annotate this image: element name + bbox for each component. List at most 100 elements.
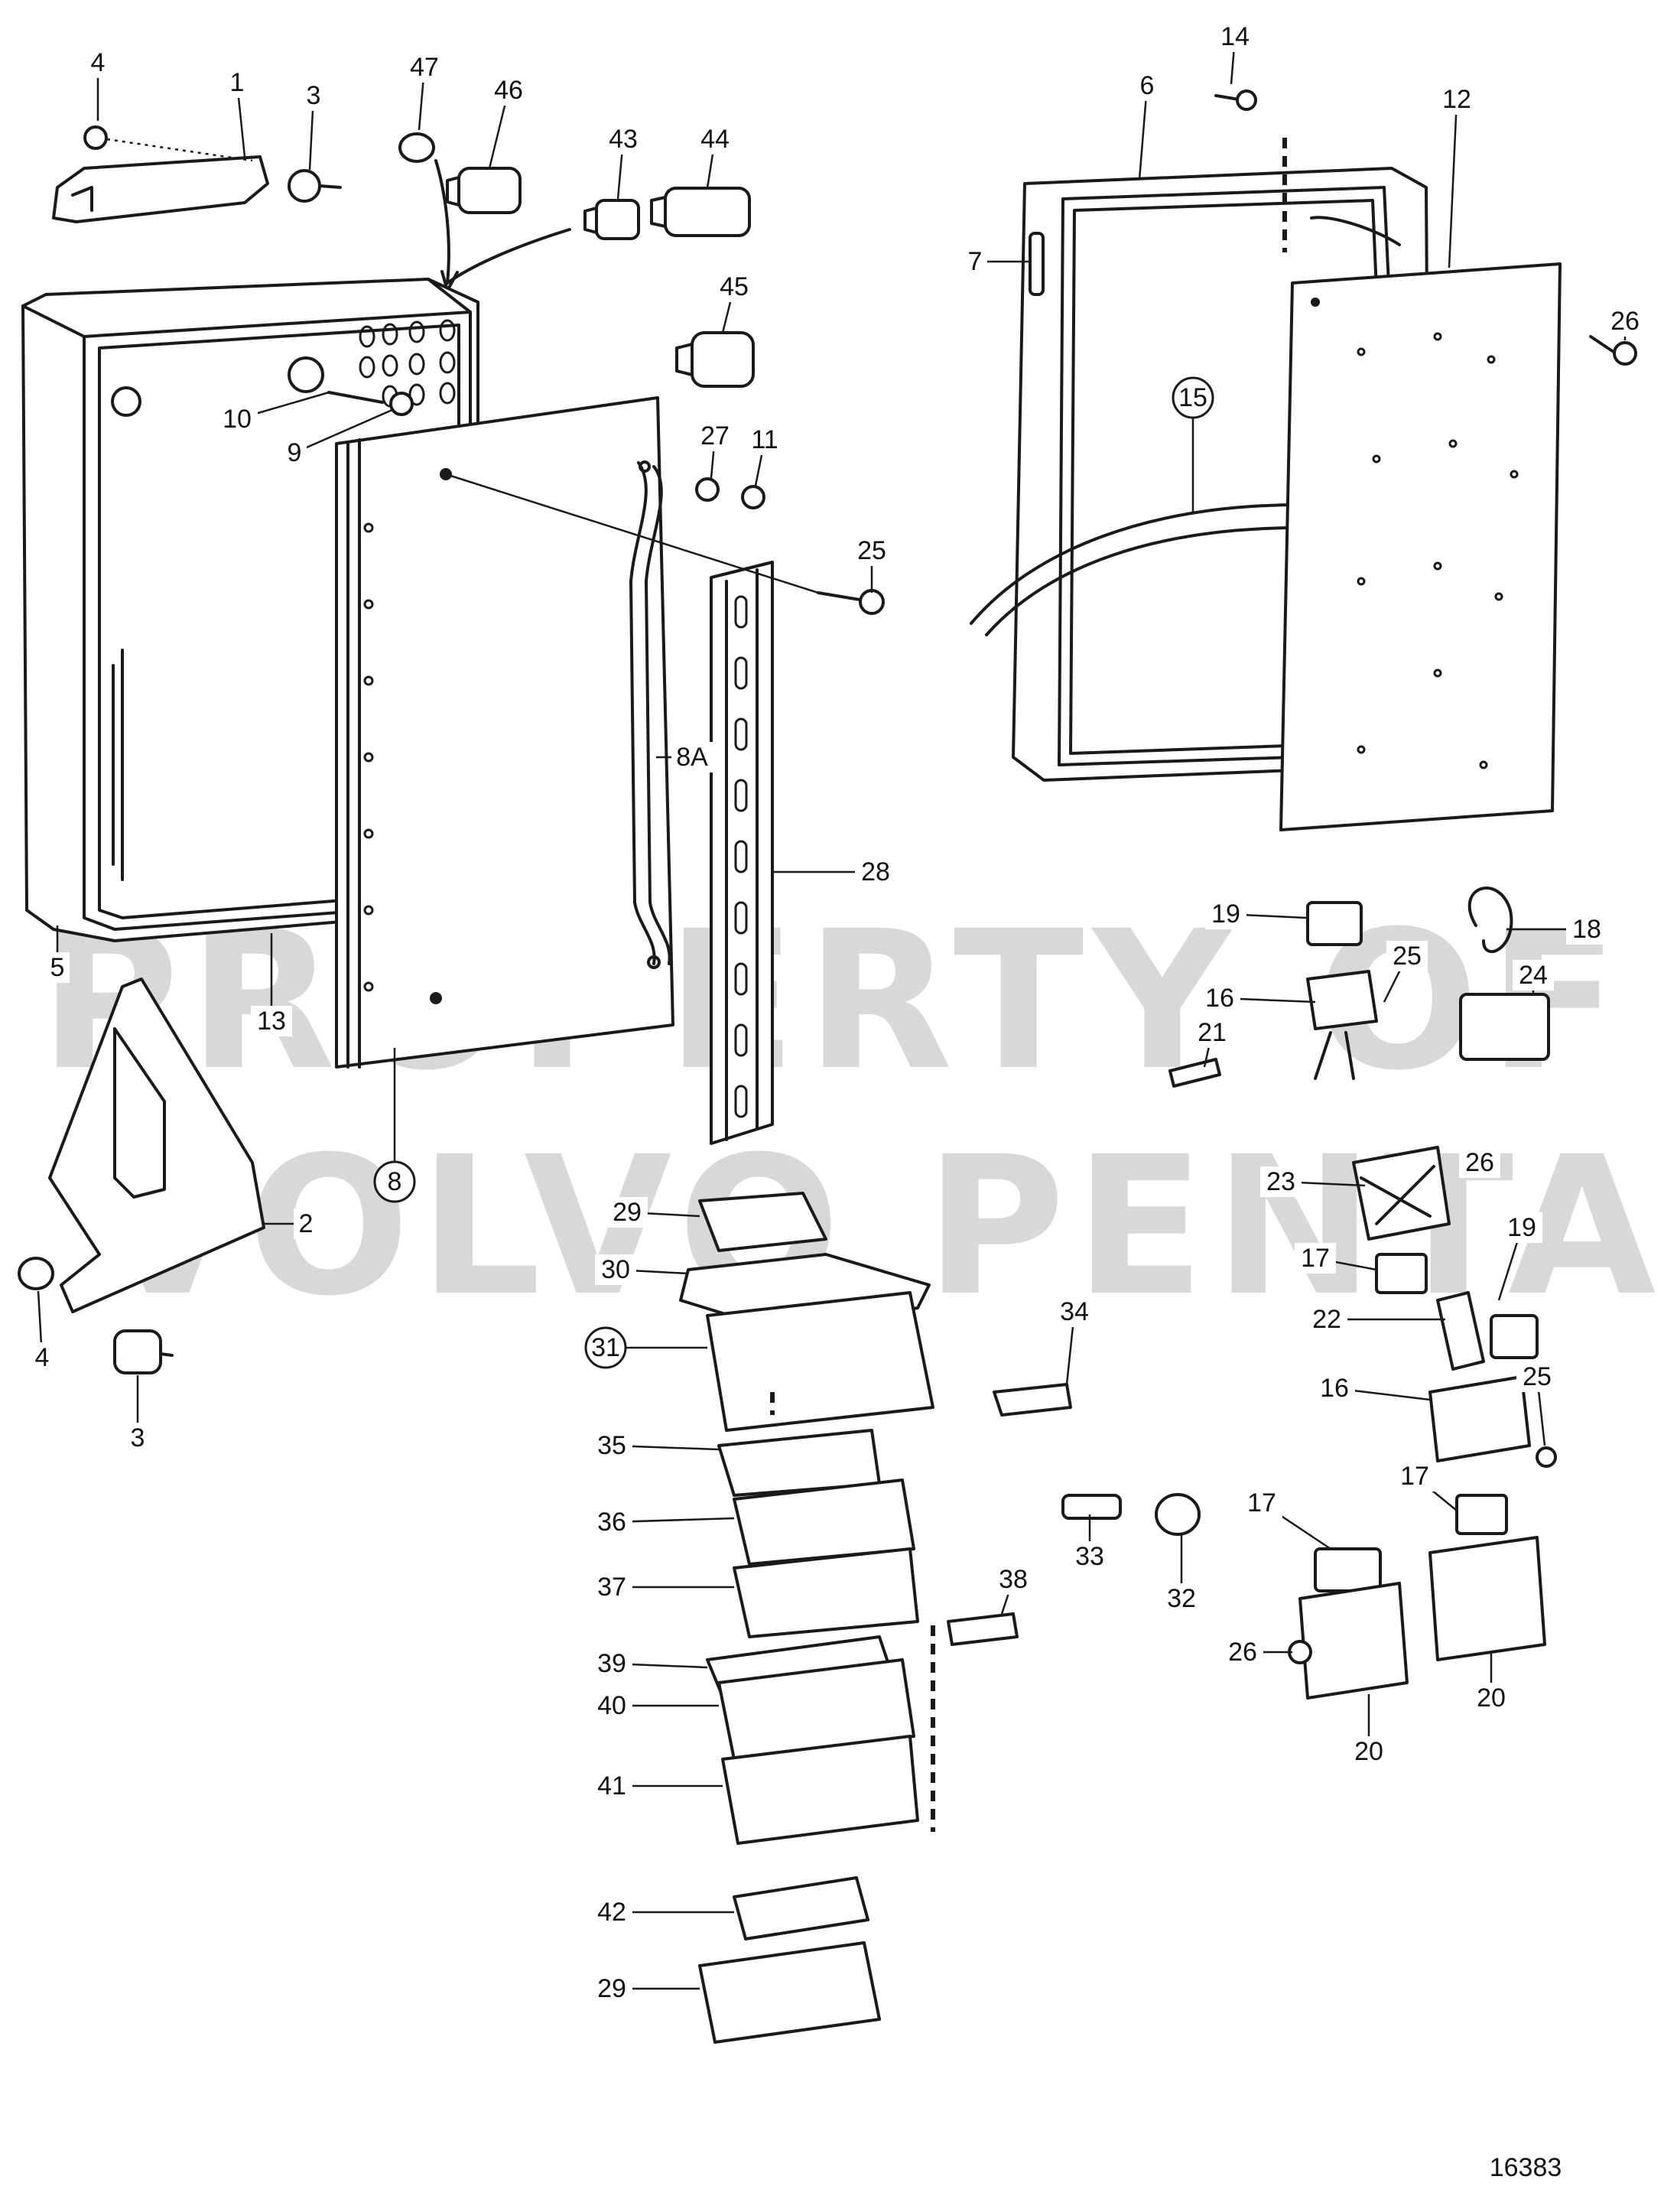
callout-c33: 33	[1069, 1514, 1110, 1572]
callout-c5: 5	[45, 925, 70, 983]
callout-label-bg	[251, 1006, 292, 1036]
callout-c17c: 17	[1241, 1488, 1331, 1550]
callout-label-bg	[1069, 1541, 1110, 1572]
callout-label: 12	[1442, 85, 1471, 114]
callout-label-bg	[591, 1507, 632, 1537]
callout-label: 36	[597, 1508, 626, 1537]
callout-label: 44	[700, 125, 730, 154]
callout-c12: 12	[1436, 84, 1477, 268]
callout-c29b: 29	[591, 1973, 700, 2004]
callout-label: 28	[861, 857, 890, 886]
callout-label: 25	[1393, 942, 1422, 971]
callout-label-bg	[1295, 1243, 1336, 1274]
callout-label-bg	[1054, 1296, 1095, 1327]
callout-label: 26	[1610, 307, 1640, 336]
callout-c10: 10	[216, 391, 330, 434]
callout-label-bg	[1501, 1212, 1542, 1243]
callout-label: 29	[597, 1974, 626, 2003]
callout-label: 45	[720, 272, 749, 301]
callout-label: 17	[1400, 1462, 1429, 1491]
callout-label: 6	[1140, 71, 1155, 100]
callout-label: 16	[1205, 984, 1234, 1013]
callout-label-bg	[671, 742, 713, 773]
callout-leader	[294, 408, 395, 454]
callout-label-bg	[1214, 21, 1256, 52]
callout-label: 24	[1519, 961, 1548, 990]
callout-label-bg	[1241, 1488, 1282, 1518]
callout-label-bg	[591, 1690, 632, 1721]
callout-label: 40	[597, 1691, 626, 1720]
callout-c25a: 25	[851, 535, 892, 593]
callout-label-bg	[1199, 983, 1240, 1013]
callout-label-bg	[744, 425, 785, 455]
callout-c8A: 8A	[656, 742, 713, 773]
callout-c28: 28	[772, 857, 896, 887]
callout-label-bg	[1436, 84, 1477, 115]
callout-label-bg	[282, 438, 307, 468]
callout-label: 26	[1228, 1638, 1257, 1667]
callout-label: 1	[230, 68, 245, 97]
terminal-block-stack	[679, 1192, 1201, 2044]
callout-c19b: 19	[1497, 1212, 1542, 1301]
callout-label-bg	[1222, 1637, 1263, 1667]
callout-c1: 1	[225, 67, 249, 158]
callout-label-bg	[1394, 1461, 1435, 1491]
callout-c32: 32	[1161, 1534, 1202, 1614]
callout-label: 39	[597, 1649, 626, 1678]
callout-label-bg	[1161, 1583, 1202, 1614]
callout-c3b: 3	[125, 1375, 150, 1453]
callout-c31: 31	[584, 1326, 707, 1369]
callout-c40: 40	[591, 1690, 719, 1721]
box-knockout-holes	[359, 319, 456, 408]
callout-c42: 42	[591, 1897, 734, 1927]
callout-label-bg	[713, 272, 755, 302]
callout-label: 8A	[676, 743, 708, 772]
callout-circle	[1172, 376, 1214, 419]
callout-label-bg	[125, 1423, 150, 1453]
cable-gland-fittings	[398, 132, 755, 388]
callout-label-bg	[30, 1342, 54, 1373]
callout-label-bg	[1306, 1304, 1347, 1335]
callout-c2: 2	[264, 1208, 318, 1239]
callout-c8: 8	[373, 1048, 416, 1203]
callout-label: 10	[223, 405, 252, 434]
callout-label: 35	[597, 1431, 626, 1460]
callout-label: 33	[1075, 1542, 1104, 1571]
callout-c11: 11	[744, 425, 785, 486]
callout-label-bg	[694, 124, 736, 155]
callout-label-bg	[45, 952, 70, 983]
callout-label-bg	[404, 52, 445, 83]
rail-slots	[734, 595, 748, 1118]
callout-label: 16	[1320, 1374, 1349, 1403]
callout-c46: 46	[488, 75, 529, 169]
callout-label-bg	[855, 857, 896, 887]
callout-c3a: 3	[301, 80, 326, 171]
callout-c26a: 26	[1604, 306, 1646, 340]
circuit-board	[1214, 89, 1637, 831]
callout-c39: 39	[591, 1648, 708, 1679]
callout-c17a: 17	[1295, 1243, 1377, 1274]
callout-c43: 43	[603, 124, 644, 200]
callout-circle	[373, 1160, 416, 1203]
callout-c38: 38	[993, 1564, 1034, 1615]
callout-label: 3	[307, 81, 321, 110]
callout-label-bg	[1314, 1373, 1355, 1404]
callout-c6: 6	[1135, 70, 1159, 181]
callout-c16b: 16	[1314, 1373, 1431, 1404]
callout-label-bg	[1459, 1147, 1500, 1178]
callout-label: 13	[257, 1007, 286, 1036]
callout-label-bg	[591, 1897, 632, 1927]
callout-label: 38	[999, 1565, 1028, 1594]
callout-label-bg	[1516, 1361, 1558, 1392]
callout-c30: 30	[595, 1254, 689, 1285]
callout-label: 32	[1167, 1584, 1196, 1613]
callout-c19a: 19	[1205, 899, 1307, 929]
callout-label: 20	[1477, 1683, 1506, 1713]
callout-label: 30	[601, 1255, 630, 1284]
callout-c4a: 4	[86, 47, 110, 121]
callout-label: 15	[1178, 383, 1207, 412]
callout-c25c: 25	[1516, 1361, 1558, 1446]
callout-label: 3	[131, 1423, 145, 1452]
callout-label-bg	[595, 1254, 636, 1285]
latch-assembly	[52, 125, 342, 223]
